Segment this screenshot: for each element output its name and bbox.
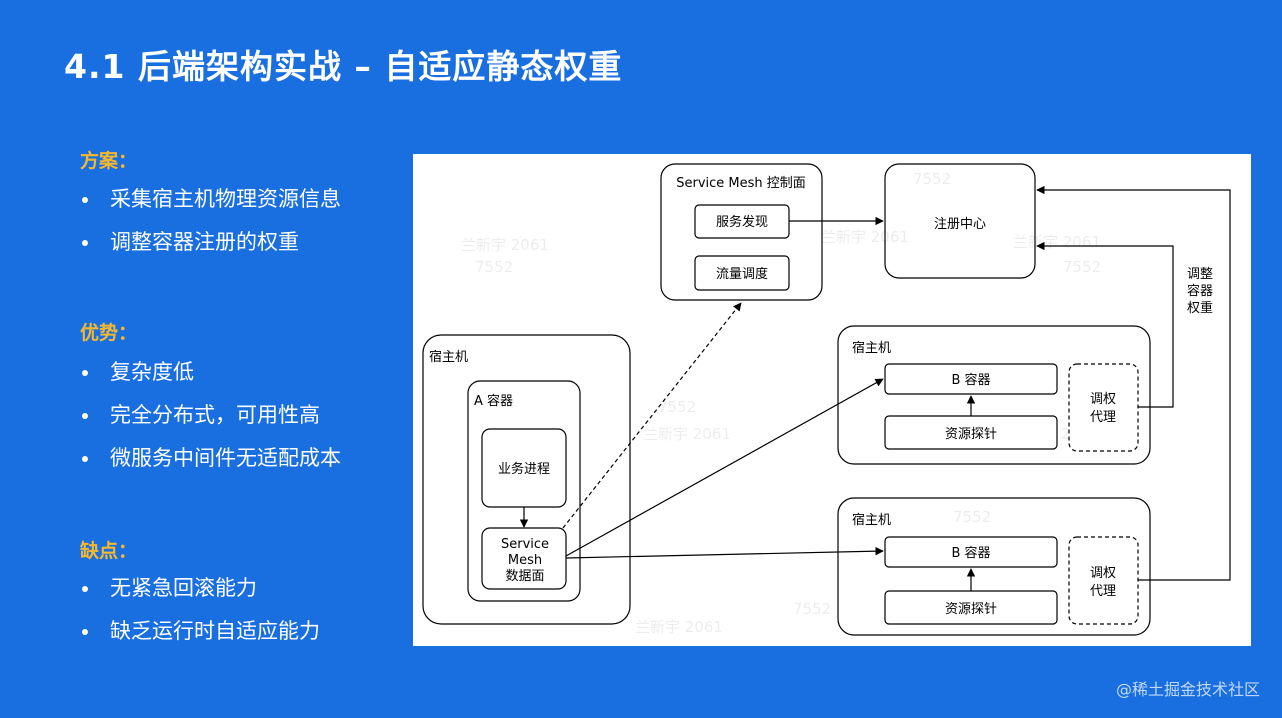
- overlay-mark: 7552: [913, 170, 951, 188]
- registry-box: [884, 163, 1036, 279]
- host-b1-box: [837, 325, 1151, 465]
- section-heading-plan: 方案：: [80, 150, 138, 172]
- architecture-diagram-svg: 兰新宇 2061 7552 兰新宇 2061 7552 兰新宇 2061 755…: [422, 163, 1231, 636]
- overlay-mark: 兰新宇 2061: [1013, 233, 1101, 251]
- service-discovery-label: 服务发现: [716, 214, 768, 230]
- overlay-mark: 7552: [953, 508, 991, 526]
- overlay-mark: 7552: [793, 600, 831, 618]
- agent-b2-to-registry-arrow: [1036, 185, 1231, 581]
- adjust-weight-label-line: 调整: [1187, 267, 1213, 282]
- container-b1-box: [884, 363, 1058, 395]
- overlay-mark: 7552: [658, 398, 696, 416]
- control-plane-label: Service Mesh 控制面: [676, 176, 806, 191]
- disadvantages-list: 无紧急回滚能力 缺乏运行时自适应能力: [80, 567, 320, 653]
- list-item: 调整容器注册的权重: [80, 221, 341, 264]
- list-item: 复杂度低: [80, 351, 341, 394]
- traffic-scheduling-label: 流量调度: [716, 266, 768, 282]
- overlay-mark: 兰新宇 2061: [635, 618, 723, 636]
- container-b2-box: [884, 536, 1058, 568]
- overlay-mark: 兰新宇 2061: [643, 425, 731, 443]
- agent-b2-label-line: 代理: [1090, 584, 1116, 599]
- host-a-box: [422, 334, 631, 625]
- container-b2-label: B 容器: [951, 545, 990, 561]
- mesh-to-control-plane-arrow: [562, 302, 742, 529]
- architecture-diagram: 兰新宇 2061 7552 兰新宇 2061 7552 兰新宇 2061 755…: [413, 154, 1251, 646]
- probe-b2-label: 资源探针: [945, 602, 997, 617]
- adjust-weight-label-line: 容器: [1187, 283, 1213, 299]
- agent-b1-to-registry-arrow: [1036, 241, 1174, 408]
- data-plane-label-line: Mesh: [508, 553, 542, 568]
- page-title: 4.1 后端架构实战 – 自适应静态权重: [64, 47, 623, 86]
- host-b2-label: 宿主机: [852, 512, 891, 528]
- control-plane-box: [660, 163, 823, 301]
- watermark: @稀土掘金技术社区: [1115, 680, 1260, 699]
- advantages-list: 复杂度低 完全分布式，可用性高 微服务中间件无适配成本: [80, 351, 341, 480]
- agent-b1-label-line: 代理: [1090, 410, 1116, 425]
- list-item: 缺乏运行时自适应能力: [80, 610, 320, 653]
- overlay-mark: 兰新宇 2061: [821, 228, 909, 246]
- host-b2-box: [837, 497, 1151, 636]
- data-plane-box: [481, 527, 567, 590]
- list-item: 完全分布式，可用性高: [80, 394, 341, 437]
- traffic-scheduling-box: [694, 255, 790, 291]
- list-item: 微服务中间件无适配成本: [80, 437, 341, 480]
- agent-b2-label-line: 调权: [1090, 565, 1116, 581]
- probe-b1-label: 资源探针: [945, 427, 997, 442]
- agent-b1-box: [1068, 363, 1139, 452]
- host-b1-label: 宿主机: [852, 340, 891, 356]
- container-b1-label: B 容器: [951, 372, 990, 388]
- section-heading-advantages: 优势：: [80, 322, 138, 344]
- mesh-to-container-b2-arrow: [565, 546, 884, 559]
- plan-list: 采集宿主机物理资源信息 调整容器注册的权重: [80, 178, 341, 264]
- overlay-mark: 7552: [1063, 258, 1101, 276]
- mesh-to-container-b1-arrow: [565, 378, 884, 557]
- container-a-box: [467, 380, 581, 602]
- data-plane-label-line: Service: [501, 537, 549, 552]
- list-item: 采集宿主机物理资源信息: [80, 178, 341, 221]
- business-process-label: 业务进程: [498, 461, 550, 477]
- registry-label: 注册中心: [934, 217, 986, 232]
- host-a-label: 宿主机: [429, 349, 468, 365]
- section-heading-disadvantages: 缺点：: [80, 540, 138, 562]
- adjust-weight-label-line: 权重: [1187, 300, 1213, 316]
- container-a-label: A 容器: [474, 393, 513, 409]
- overlay-mark: 兰新宇 2061: [461, 236, 549, 254]
- list-item: 无紧急回滚能力: [80, 567, 320, 610]
- agent-b1-label-line: 调权: [1090, 391, 1116, 407]
- overlay-mark: 7552: [475, 258, 513, 276]
- data-plane-label-line: 数据面: [505, 569, 544, 584]
